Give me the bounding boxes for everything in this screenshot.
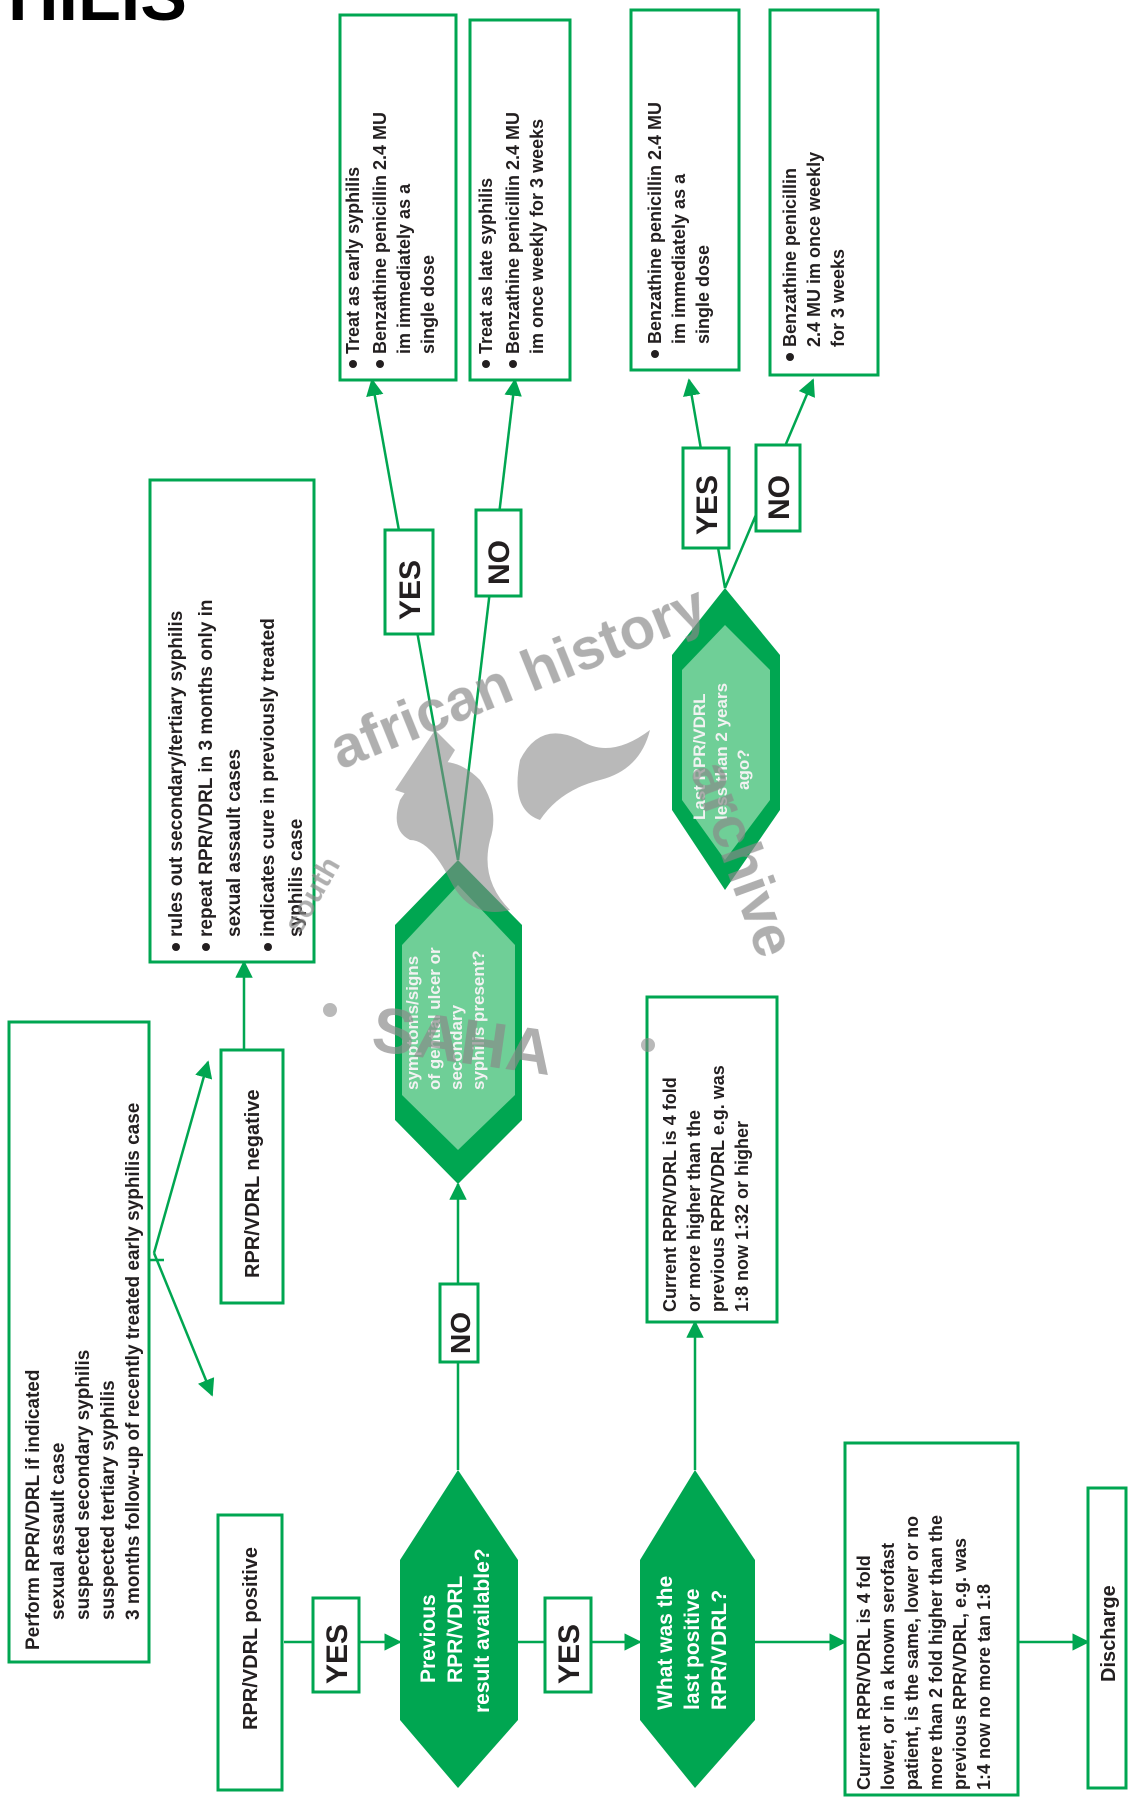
yes-label-two-years: YES: [681, 446, 731, 550]
discharge-box: Discharge: [1086, 1486, 1128, 1790]
treat-late-line: Treat as late syphilis: [476, 178, 496, 354]
discharge-label: Discharge: [1098, 1585, 1120, 1682]
symptoms-line: symptoms/signs: [403, 956, 422, 1090]
rpr-positive-box: RPR/VDRL positive: [216, 1513, 284, 1792]
previous-available-line: Previous: [417, 1594, 440, 1683]
symptoms-line: syphilis present?: [469, 950, 488, 1090]
previous-available-line: result available?: [471, 1548, 494, 1713]
current-higher-line: Current RPR/VDRL is 4 fold: [660, 1077, 680, 1312]
perform-item: sexual assault case: [48, 1443, 69, 1620]
rpr-negative-label: RPR/VDRL negative: [242, 1089, 264, 1278]
single-dose-line: Benzathine penicillin 2.4 MU: [645, 102, 665, 344]
last-two-years-diamond: Last RPR/VDRL less than 2 years ago?: [672, 588, 780, 890]
no-label-two-years: NO: [754, 443, 802, 533]
svg-text:NO: NO: [445, 1312, 476, 1354]
single-dose-box: Benzathine penicillin 2.4 MU im immediat…: [629, 8, 741, 372]
treat-early-line: single dose: [418, 255, 438, 354]
weekly-line: for 3 weeks: [828, 249, 848, 347]
treat-early-box: Treat as early syphilis Benzathine penic…: [338, 13, 458, 382]
perform-item: 3 months follow-up of recently treated e…: [123, 1103, 144, 1620]
last-positive-line: last positive: [681, 1589, 704, 1710]
weekly-line: Benzathine penicillin: [780, 168, 800, 347]
current-lower-line: Current RPR/VDRL is 4 fold: [854, 1555, 874, 1790]
negative-note: syphilis case: [286, 819, 307, 937]
treat-late-box: Treat as late syphilis Benzathine penici…: [468, 18, 572, 382]
no-label-symptoms: NO: [474, 508, 523, 598]
treat-early-line: im immediately as a: [394, 183, 414, 354]
treat-early-line: Benzathine penicillin 2.4 MU: [370, 112, 390, 354]
weekly-box: Benzathine penicillin 2.4 MU im once wee…: [768, 8, 880, 377]
current-higher-line: previous RPR/VDRL e.g. was: [708, 1065, 728, 1312]
svg-text:NO: NO: [763, 475, 796, 520]
current-higher-line: or more higher than the: [684, 1110, 704, 1312]
rpr-positive-label: RPR/VDRL positive: [240, 1547, 262, 1730]
current-lower-line: lower, or in a known serofast: [878, 1543, 898, 1790]
rpr-negative-box: RPR/VDRL negative: [219, 1048, 285, 1305]
svg-text:YES: YES: [394, 560, 427, 620]
perform-box: Perform RPR/VDRL if indicated sexual ass…: [7, 1020, 151, 1664]
perform-item: suspected tertiary syphilis: [98, 1380, 119, 1620]
weekly-line: 2.4 MU im once weekly: [804, 152, 824, 347]
perform-item: suspected secondary syphilis: [73, 1350, 94, 1620]
current-lower-line: more than 2 fold higher than the: [926, 1515, 946, 1790]
last-two-years-line: Last RPR/VDRL: [690, 693, 709, 820]
watermark-text-line2: archive: [678, 752, 809, 965]
treat-late-line: Benzathine penicillin 2.4 MU: [503, 112, 523, 354]
svg-text:YES: YES: [553, 1624, 586, 1684]
svg-text:YES: YES: [321, 1624, 354, 1684]
single-dose-line: im immediately as a: [669, 173, 689, 344]
single-dose-line: single dose: [693, 245, 713, 344]
watermark-text-line1: african history: [321, 572, 716, 782]
last-positive-line: RPR/VDRL?: [708, 1590, 731, 1710]
symptoms-diamond: symptoms/signs of gential ulcer or secon…: [395, 860, 522, 1184]
negative-note: repeat RPR/VDRL in 3 months only in: [196, 600, 217, 937]
page-title-fragment: HILIS: [8, 0, 187, 35]
perform-title: Perform RPR/VDRL if indicated: [23, 1370, 44, 1650]
svg-text:NO: NO: [483, 540, 516, 585]
watermark-figures-icon: [323, 730, 655, 1052]
current-lower-line: previous RPR/VDRL, e.g. was: [950, 1538, 970, 1790]
current-lower-line: patient, is the same, lower or no: [902, 1516, 922, 1790]
current-lower-line: 1:4 now no more tan 1:8: [974, 1584, 994, 1790]
svg-text:YES: YES: [691, 475, 724, 535]
symptoms-line: of gential ulcer or: [425, 947, 444, 1090]
treat-early-line: Treat as early syphilis: [343, 167, 363, 354]
current-lower-box: Current RPR/VDRL is 4 fold lower, or in …: [843, 1441, 1020, 1797]
last-two-years-line: less than 2 years: [712, 683, 731, 820]
treat-late-line: im once weekly for 3 weeks: [527, 119, 547, 354]
previous-available-diamond: Previous RPR/VDRL result available?: [400, 1470, 518, 1788]
last-positive-line: What was the: [654, 1576, 677, 1710]
negative-notes-box: rules out secondary/tertiary syphilis re…: [148, 478, 316, 964]
previous-available-line: RPR/VDRL: [444, 1575, 467, 1683]
last-positive-diamond: What was the last positive RPR/VDRL?: [640, 1470, 755, 1788]
last-two-years-line: ago?: [734, 749, 753, 790]
negative-note: rules out secondary/tertiary syphilis: [166, 611, 187, 937]
yes-label-previous: YES: [543, 1596, 593, 1694]
current-higher-box: Current RPR/VDRL is 4 fold or more highe…: [645, 995, 779, 1324]
yes-label-positive: YES: [311, 1596, 361, 1694]
yes-label-symptoms: YES: [383, 528, 435, 636]
symptoms-line: secondary: [447, 1004, 466, 1090]
no-label-previous: NO: [438, 1282, 480, 1364]
negative-note: indicates cure in previously treated: [258, 618, 279, 937]
negative-note: sexual assault cases: [224, 749, 245, 937]
current-higher-line: 1:8 now 1:32 or higher: [732, 1121, 752, 1312]
